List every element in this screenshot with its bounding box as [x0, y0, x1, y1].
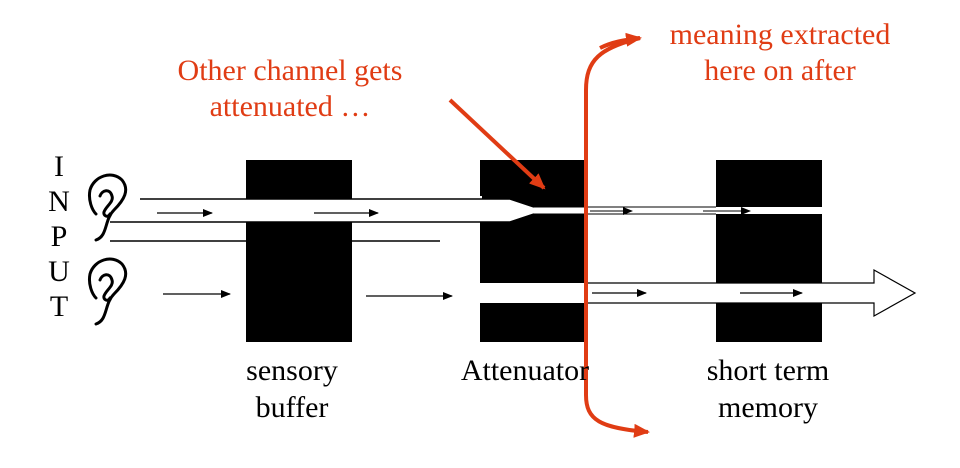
upper-channel-pipe [140, 196, 822, 222]
attenuator-block [480, 160, 586, 342]
attenuated-annotation-line2: attenuated … [210, 90, 371, 123]
meaning-annotation-line2: here on after [704, 54, 856, 87]
input-letter: T [50, 290, 68, 323]
attenuation-pointer-arrow [448, 98, 546, 190]
input-letter: P [51, 220, 68, 253]
short-term-memory-label-line1: short term [707, 354, 829, 387]
ear-icon [88, 257, 128, 326]
output-pipe [480, 270, 915, 316]
sensory-buffer-label-line1: sensory [246, 354, 338, 387]
sensory-buffer-label-line2: buffer [256, 391, 329, 424]
upper-channel-taper [482, 198, 535, 223]
attenuated-annotation-line1: Other channel gets [178, 54, 403, 87]
input-letter: U [48, 255, 70, 288]
ear-icon [88, 173, 128, 242]
input-letter: I [54, 150, 64, 183]
sensory-buffer-block [246, 160, 352, 342]
input-letter: N [48, 185, 70, 218]
attenuator-label: Attenuator [461, 354, 589, 387]
meaning-annotation-line1: meaning extracted [670, 18, 891, 51]
short-term-memory-block [716, 160, 822, 342]
meaning-boundary-curve [584, 36, 650, 438]
output-pipe-outline [586, 268, 917, 318]
short-term-memory-label-line2: memory [718, 391, 818, 424]
meaning-boundary-top-arrow [599, 32, 642, 50]
